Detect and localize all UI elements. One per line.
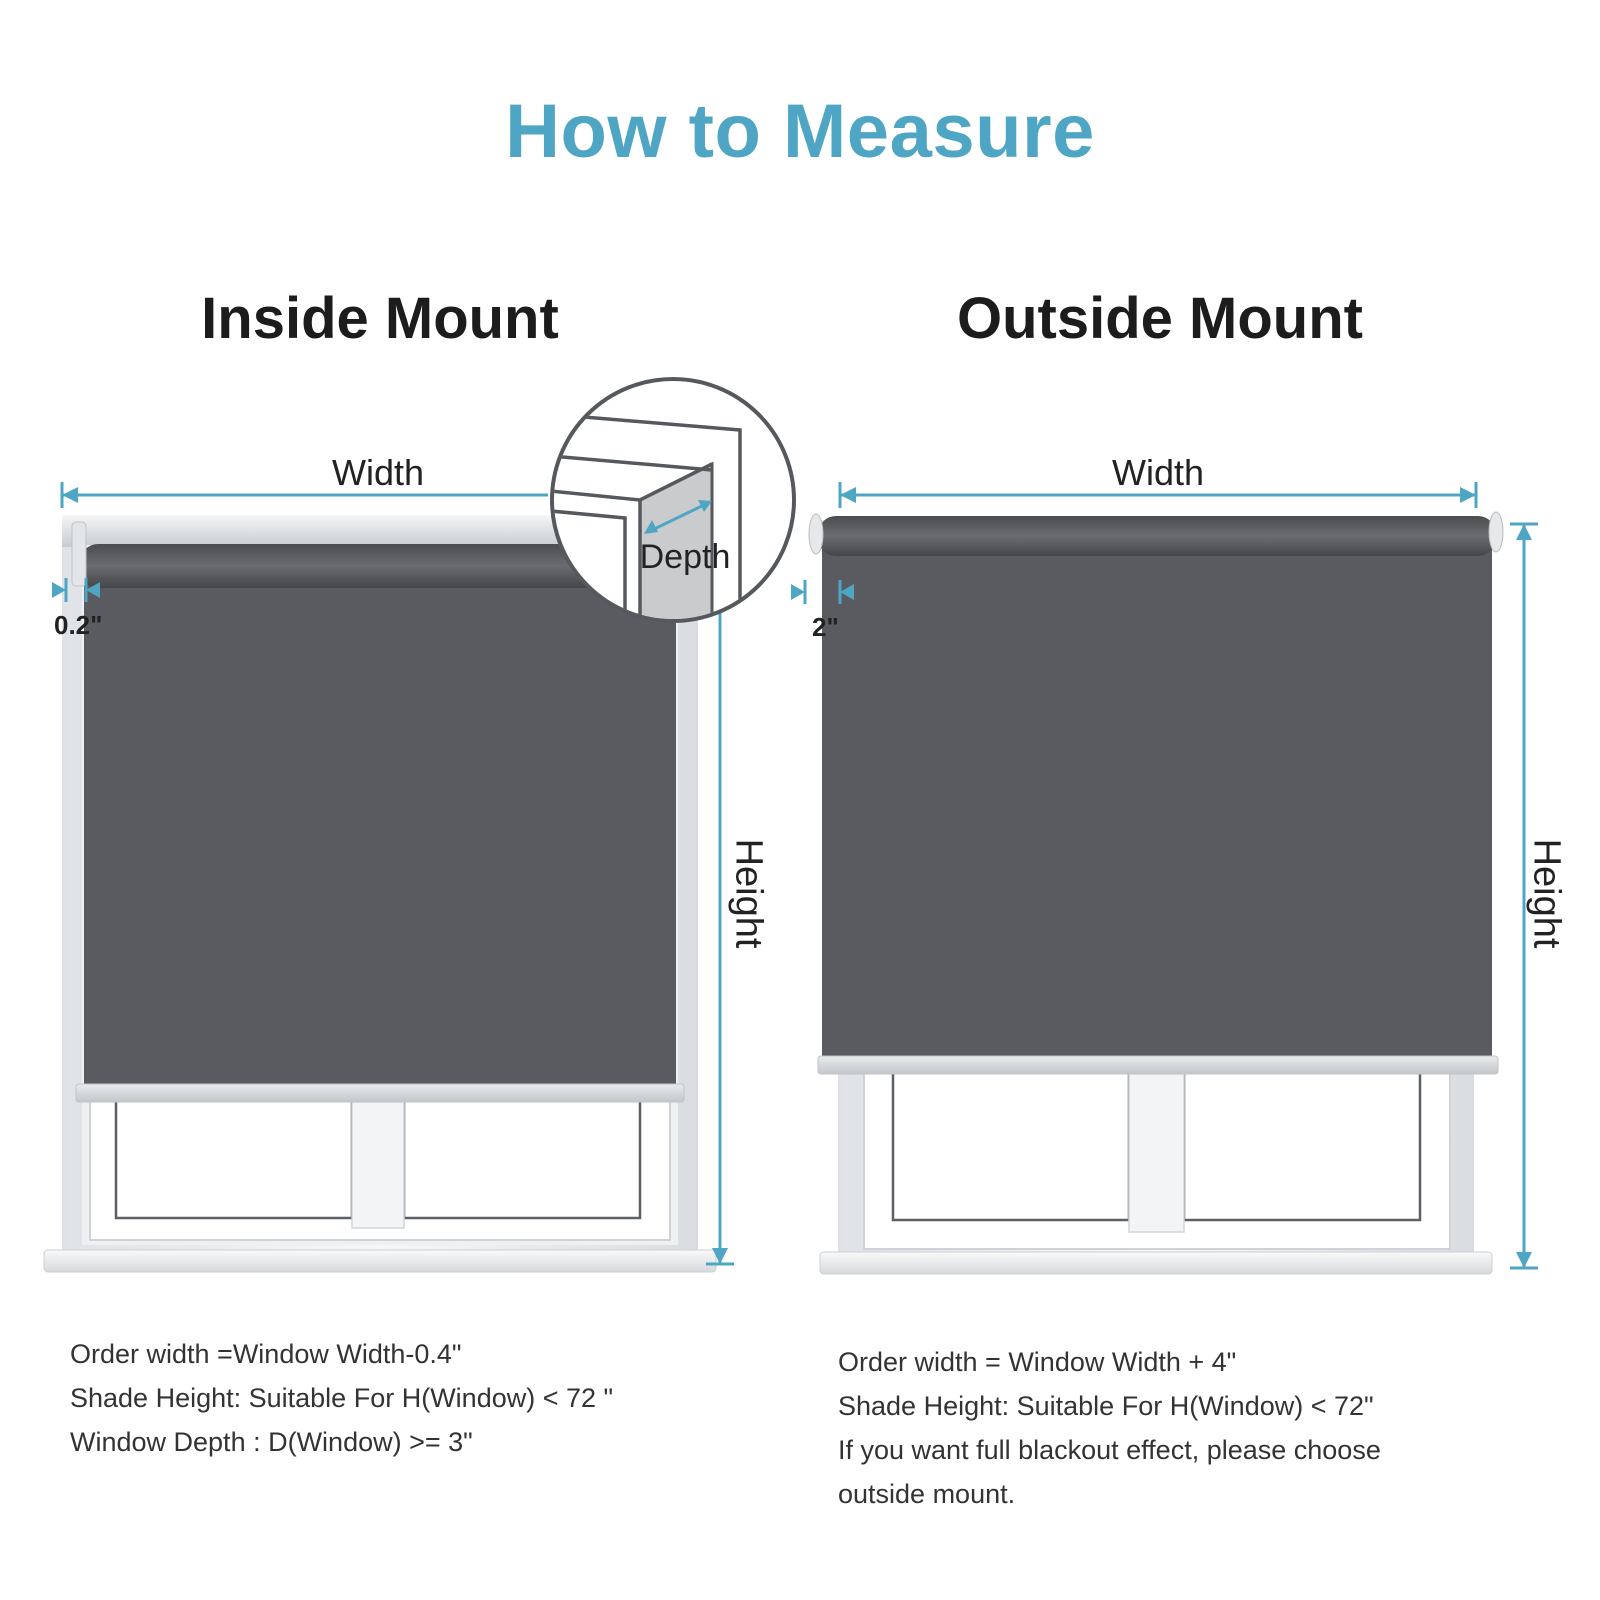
outside-shade: [822, 532, 1492, 1057]
outside-note-line: outside mount.: [838, 1479, 1016, 1509]
inside-note-line: Window Depth : D(Window) >= 3": [70, 1427, 473, 1457]
inside-height-dimension: [706, 600, 734, 1266]
inside-gap-marker: [52, 578, 100, 602]
outside-note-line: If you want full blackout effect, please…: [838, 1435, 1381, 1465]
outside-gap-label: 2": [812, 612, 839, 642]
inside-height-label: Height: [727, 838, 770, 949]
outside-window-sill: [819, 1251, 1493, 1275]
outside-shade-roller: [818, 516, 1496, 556]
outside-width-label: Width: [1111, 452, 1205, 493]
outside-height-label: Height: [1525, 838, 1568, 949]
outside-height-dimension: [1510, 522, 1538, 1270]
outside-mount-title: Outside Mount: [957, 286, 1363, 351]
inside-mount-title: Inside Mount: [201, 286, 559, 351]
inside-bottom-bar: [75, 1083, 685, 1103]
inside-gap-label: 0.2": [54, 610, 103, 640]
outside-window: [808, 511, 1504, 1275]
inside-shade-roller: [80, 544, 680, 588]
outside-window-pane-right: [1182, 1068, 1422, 1222]
depth-magnifier: [550, 377, 796, 623]
outside-width-dimension: [838, 482, 1478, 508]
inside-window-pane-left: [114, 1096, 354, 1220]
inside-depth-label: Depth: [639, 538, 731, 576]
outside-notes: Order width = Window Width + 4" Shade He…: [838, 1340, 1381, 1516]
inside-window-pane-right: [402, 1096, 642, 1220]
inside-width-label: Width: [331, 452, 425, 493]
page-title: How to Measure: [505, 89, 1095, 174]
inside-note-line: Order width =Window Width-0.4": [70, 1339, 462, 1369]
inside-bracket: [71, 521, 87, 587]
inside-note-line: Shade Height: Suitable For H(Window) < 7…: [70, 1383, 614, 1413]
inside-window: [43, 515, 717, 1273]
inside-notes: Order width =Window Width-0.4" Shade Hei…: [70, 1332, 613, 1464]
outside-roller-cap-right: [1488, 511, 1504, 553]
outside-bottom-bar: [817, 1055, 1499, 1075]
outside-note-line: Order width = Window Width + 4": [838, 1347, 1237, 1377]
inside-window-sill: [43, 1249, 717, 1273]
outside-window-pane-left: [891, 1068, 1131, 1222]
inside-width-dimension: [60, 482, 548, 508]
outside-gap-marker: [791, 580, 854, 604]
inside-shade: [84, 548, 676, 1088]
outside-note-line: Shade Height: Suitable For H(Window) < 7…: [838, 1391, 1374, 1421]
outside-roller-cap-left: [808, 513, 824, 555]
